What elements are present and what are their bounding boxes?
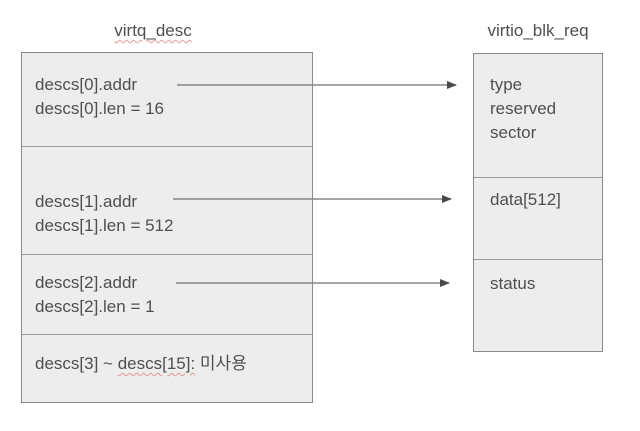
- field-status: status: [490, 274, 536, 293]
- field-reserved: reserved: [490, 99, 557, 118]
- desc0-row: descs[0].addr descs[0].len = 16: [22, 53, 312, 146]
- unused-descs-label: descs[3] ~ descs[15]: 미사용: [35, 352, 312, 376]
- desc2-addr-label: descs[2].addr: [35, 273, 138, 292]
- desc0-addr-label: descs[0].addr: [35, 75, 138, 94]
- right-table-title: virtio_blk_req: [487, 21, 589, 40]
- field-type: type: [490, 75, 523, 94]
- field-data: data[512]: [490, 190, 561, 209]
- header-section: type reserved sector: [474, 54, 602, 177]
- desc1-addr-label: descs[1].addr: [35, 192, 138, 211]
- virtq-desc-table: descs[0].addr descs[0].len = 16 descs[1]…: [21, 52, 313, 403]
- desc2-row: descs[2].addr descs[2].len = 1: [22, 254, 312, 334]
- desc1-row: descs[1].addr descs[1].len = 512: [22, 146, 312, 254]
- virtio-blk-req-table: type reserved sector data[512] status: [473, 53, 603, 352]
- field-sector: sector: [490, 123, 537, 142]
- left-table-title: virtq_desc: [0, 21, 306, 41]
- desc1-len-label: descs[1].len = 512: [35, 216, 174, 235]
- unused-descs-label-part2: descs[15]:: [117, 354, 196, 373]
- left-table-title-text: virtq_desc: [114, 21, 192, 40]
- unused-descs-label-part1: descs[3] ~: [35, 354, 118, 373]
- data-section: data[512]: [474, 177, 602, 259]
- unused-descs-label-part3: 미사용: [195, 354, 247, 373]
- status-section: status: [474, 259, 602, 353]
- unused-descs-row: descs[3] ~ descs[15]: 미사용: [22, 334, 312, 404]
- desc2-len-label: descs[2].len = 1: [35, 297, 155, 316]
- desc0-len-label: descs[0].len = 16: [35, 99, 165, 118]
